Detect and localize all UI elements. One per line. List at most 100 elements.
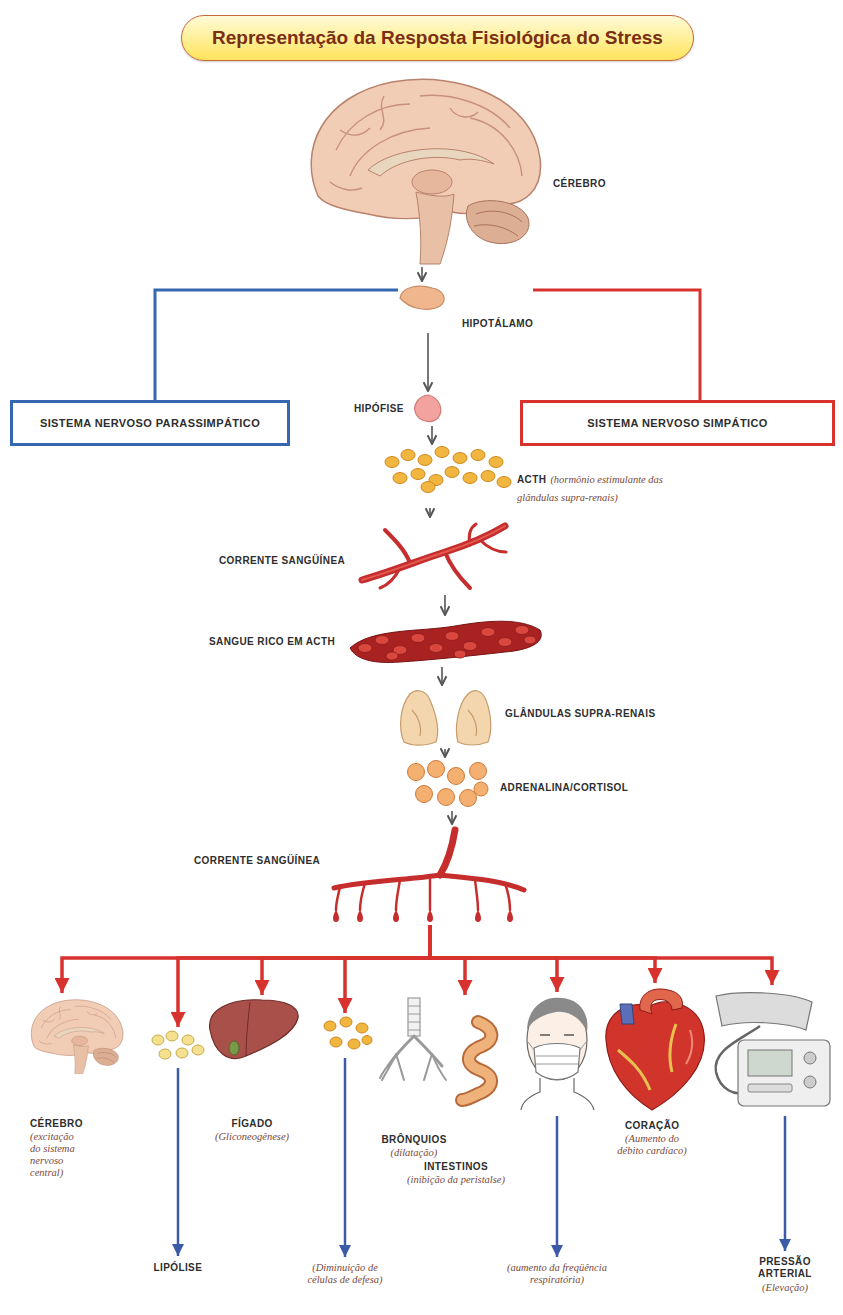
label-group: ACTH(hormônio estimulante das glândulas …	[517, 469, 663, 505]
hormone-particles	[438, 789, 455, 806]
effect-arrow	[178, 1058, 785, 1257]
acth-particles	[393, 473, 407, 484]
blood-tube	[375, 636, 389, 645]
effect-pictogram: CORAÇÃO(Aumento do débito cardíaco)	[598, 986, 708, 1157]
blood-drops	[475, 910, 481, 922]
node-label: PRESSÃO ARTERIAL	[750, 1256, 820, 1280]
blood-vessel	[362, 526, 505, 580]
adrenal-glands	[401, 691, 438, 745]
node-label: CÉREBRO	[553, 178, 606, 190]
defense-cells	[330, 1037, 342, 1047]
heart-illustration	[620, 1004, 634, 1024]
branch-line	[155, 290, 398, 400]
node-label: HIPOTÁLAMO	[462, 318, 533, 330]
flow-arrow	[431, 426, 433, 444]
blood-pressure-monitor	[748, 1050, 792, 1076]
brain-illustration	[416, 192, 454, 264]
blood-pressure-monitor	[738, 1040, 830, 1106]
blood-vessel	[334, 830, 524, 910]
heart-illustration	[606, 989, 705, 1110]
acth-particles	[421, 482, 435, 493]
hypothalamus-pictogram: HIPOTÁLAMO	[398, 284, 533, 330]
box-label: SISTEMA NERVOSO PARASSIMPÁTICO	[40, 417, 260, 429]
liver-illustration	[229, 1041, 239, 1055]
fat-droplets	[152, 1035, 164, 1045]
effect-pictogram: CÉREBRO(excitação do sistema nervoso cen…	[26, 996, 124, 1179]
intestine-illustration	[462, 1022, 491, 1100]
pituitary-illustration	[415, 395, 441, 421]
gland-pictogram: GLÂNDULAS SUPRA-RENAIS	[393, 688, 655, 746]
fat-droplets	[166, 1031, 178, 1041]
adrenal-glands	[412, 710, 477, 736]
node-label: ADRENALINA/CORTISOL	[500, 782, 628, 794]
hormone-pictogram: ACTH(hormônio estimulante das glândulas …	[385, 447, 663, 505]
blood-tube	[454, 650, 466, 658]
blood-drops	[357, 910, 363, 922]
vessel-pictogram: CORRENTE SANGÜÍNEA	[194, 827, 528, 925]
description-text: (Aumento do débito cardíaco)	[612, 1133, 692, 1157]
acth-particles	[463, 473, 477, 484]
node-label: GLÂNDULAS SUPRA-RENAIS	[505, 708, 655, 720]
defense-cells	[362, 1036, 372, 1045]
acth-particles	[481, 471, 495, 482]
face-illustration	[527, 998, 587, 1032]
blood-tube	[481, 628, 495, 637]
blood-tube	[445, 632, 459, 641]
pituitary-illustration	[415, 395, 441, 421]
hormone-particles	[448, 768, 465, 785]
node-label: CORRENTE SANGÜÍNEA	[194, 855, 320, 867]
blood-vessel	[336, 877, 510, 910]
blood-vessel	[385, 530, 410, 563]
defense-cells	[348, 1039, 360, 1049]
flow-arrow	[178, 925, 430, 1027]
acth-particles	[401, 450, 415, 461]
brain-illustration	[466, 201, 529, 244]
blood-tube	[358, 626, 536, 661]
bronchi-illustration	[388, 1036, 442, 1066]
intestine-illustration	[462, 1022, 491, 1100]
hormone-pictogram: ADRENALINA/CORTISOL	[405, 760, 628, 808]
blood-vessel	[334, 875, 440, 888]
liver-illustration	[210, 1000, 299, 1059]
blood-drops	[333, 910, 339, 922]
flow-arrow	[421, 267, 423, 281]
blood-tube	[411, 634, 425, 643]
blood-tube	[386, 652, 398, 660]
face-illustration	[521, 1078, 594, 1110]
hypothalamus-illustration	[400, 286, 444, 309]
fat-droplets	[182, 1035, 194, 1045]
flow-arrow	[444, 595, 446, 615]
hormone-particles	[460, 790, 477, 807]
face-illustration	[540, 1034, 574, 1036]
defense-cells	[356, 1023, 368, 1033]
brain-illustration	[412, 170, 452, 194]
blood-drops	[393, 910, 399, 922]
description-text: (Elevação)	[762, 1282, 808, 1294]
vessel-pictogram: CORRENTE SANGÜÍNEA	[219, 520, 510, 592]
description-text: (Gliconeogênese)	[215, 1131, 289, 1143]
blood-vessel	[362, 526, 505, 580]
defense-cells	[340, 1017, 352, 1027]
face-illustration	[534, 1044, 580, 1080]
node-label: CORAÇÃO	[625, 1120, 679, 1132]
node-label: INTESTINOS	[424, 1161, 488, 1173]
hormone-particles	[470, 763, 487, 780]
blood-vessel	[362, 524, 506, 588]
vessel-pictogram: SANGUE RICO EM ACTH	[209, 618, 545, 664]
effect-arrow	[556, 1116, 559, 1257]
flow-arrow	[441, 667, 443, 685]
flow-arrow	[427, 333, 429, 391]
brain-illustration	[311, 79, 540, 264]
blood-tube	[463, 642, 477, 651]
heart-illustration	[618, 1024, 676, 1090]
blood-tube	[515, 626, 529, 635]
blood-drops	[507, 910, 513, 922]
hypothalamus-illustration	[400, 286, 444, 309]
heart-illustration	[686, 1030, 692, 1064]
blood-pressure-monitor	[716, 993, 812, 1030]
bronchi-illustration	[408, 998, 420, 1036]
node-label: FÍGADO	[232, 1118, 273, 1130]
flow-arrow	[430, 925, 465, 995]
adrenal-glands	[401, 691, 491, 745]
